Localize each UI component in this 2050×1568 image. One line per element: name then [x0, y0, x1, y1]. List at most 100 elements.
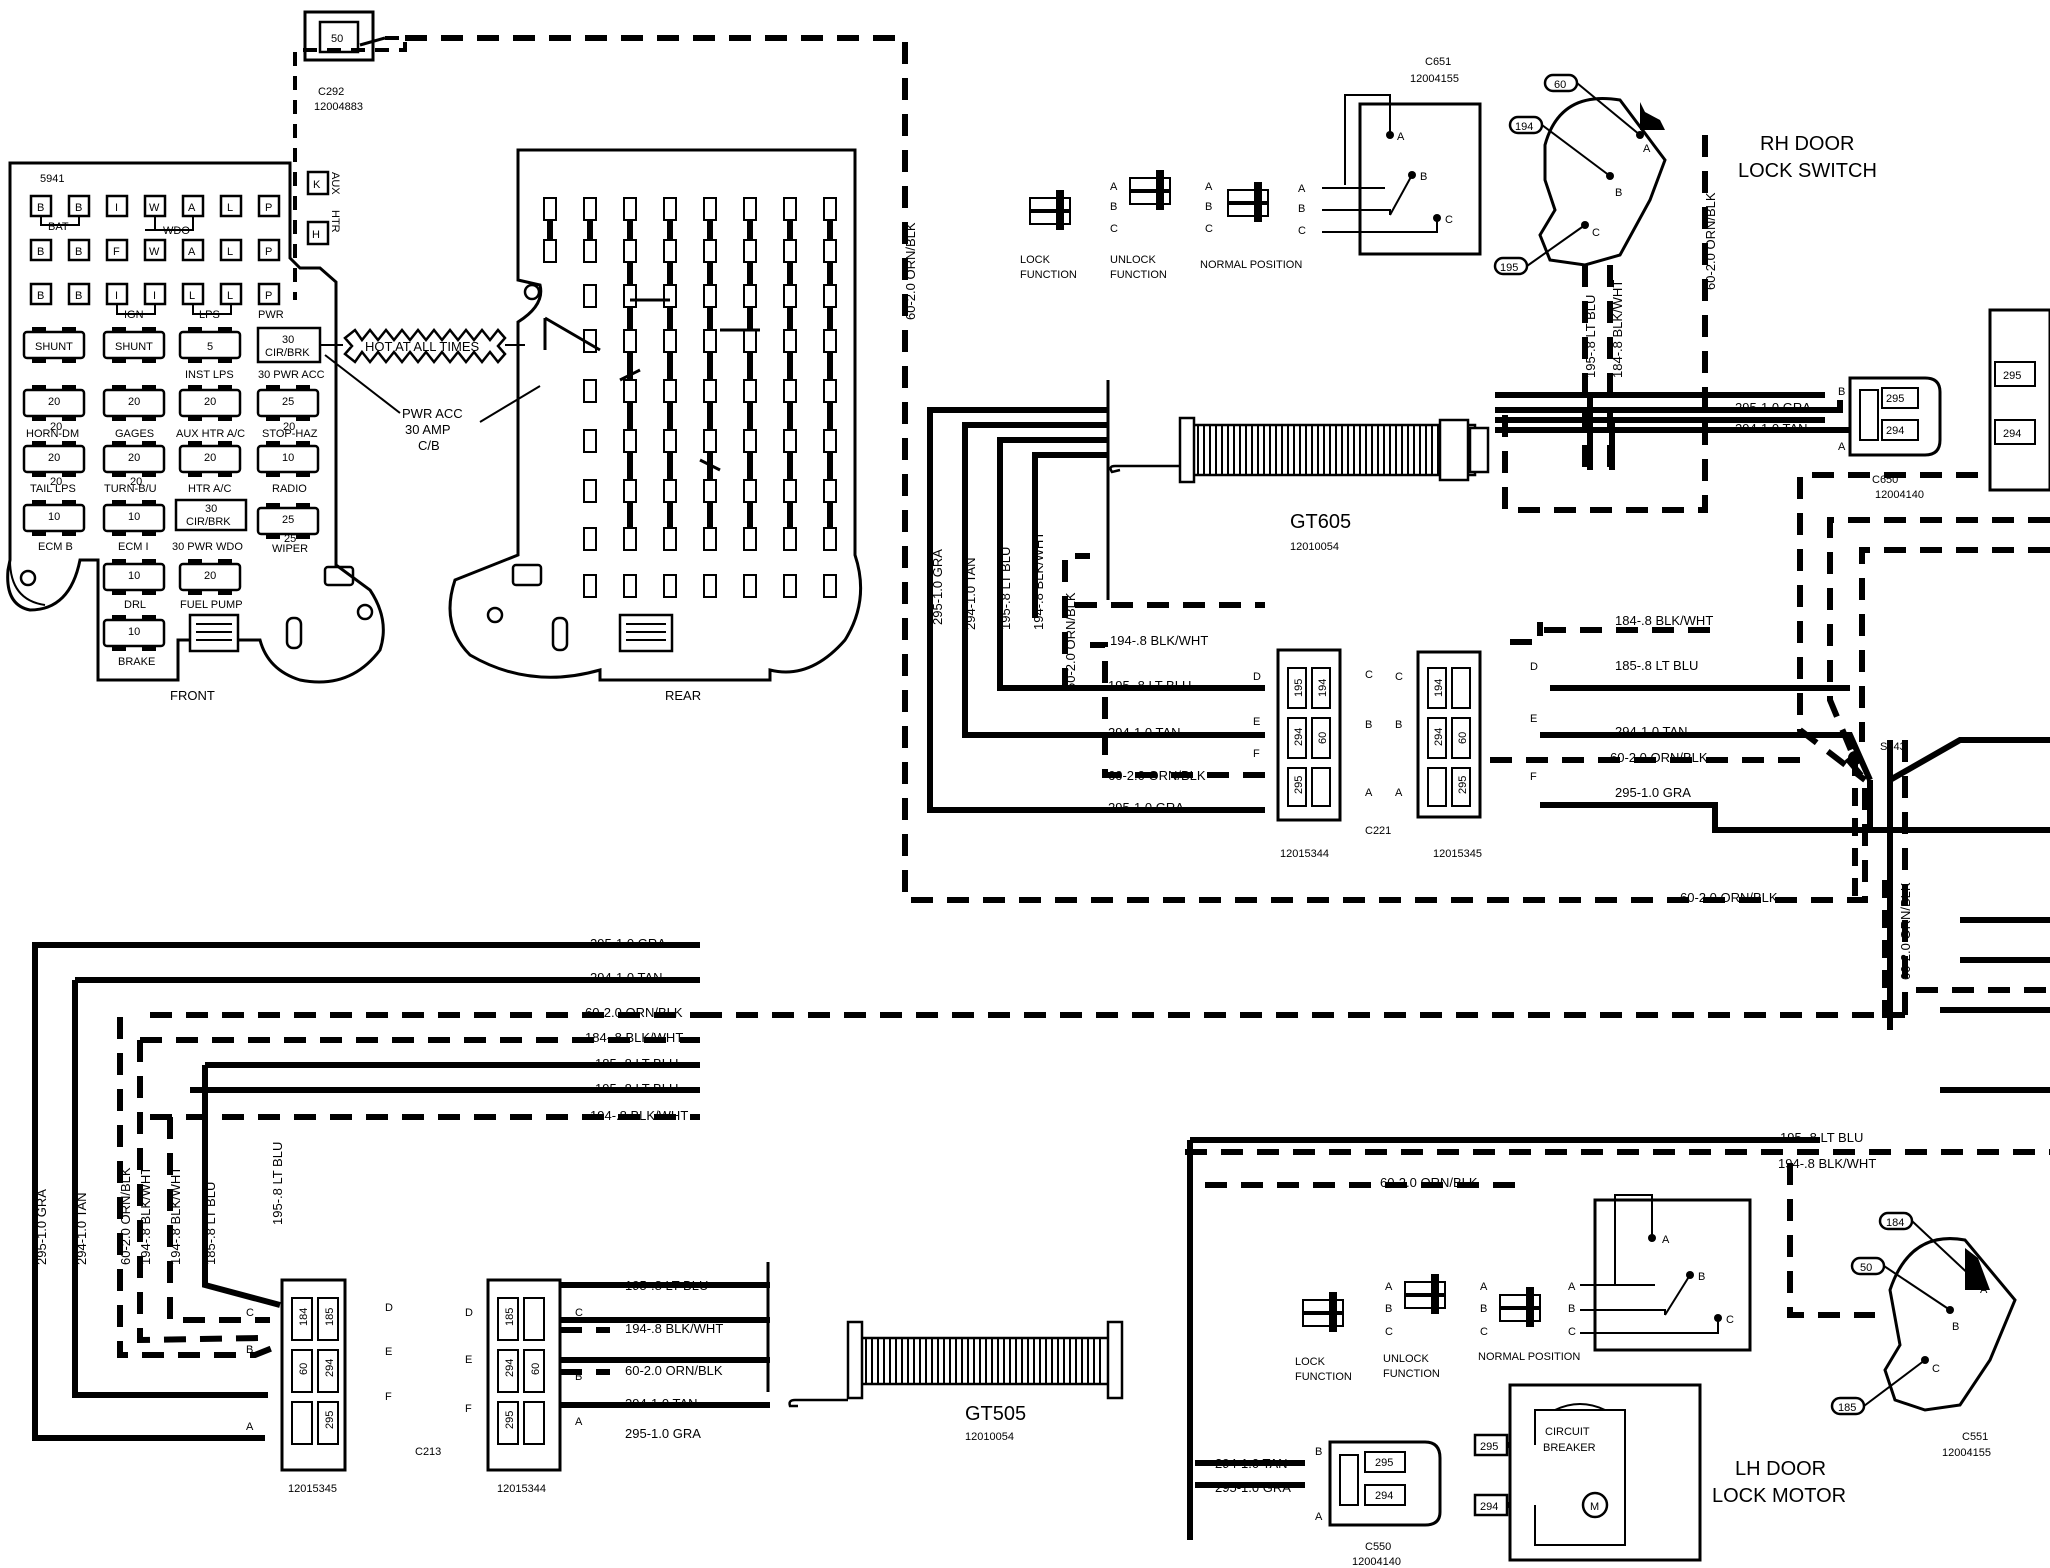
- fuse-rating: 20: [48, 452, 60, 464]
- wire-60: 60: [530, 1363, 542, 1375]
- pin-c: C: [1365, 669, 1373, 681]
- normal-position: NORMAL POSITION: [1200, 259, 1302, 271]
- fuse-rating: 25: [284, 533, 296, 545]
- pwr-acc-amp: 30 AMP: [405, 422, 451, 437]
- fuse-letter: P: [265, 246, 272, 258]
- wire-60: 60: [1554, 79, 1566, 91]
- drl-label: DRL: [124, 599, 146, 611]
- fuse-letter: L: [227, 246, 233, 258]
- radio-label: RADIO: [272, 483, 307, 495]
- pin-c: C: [1726, 1314, 1734, 1326]
- fuse-letter: W: [149, 246, 160, 258]
- lock-function-1: LOCK: [1020, 254, 1051, 266]
- rear-terminal: [663, 197, 677, 221]
- wire-label: 194-.8 BLK/WHT: [1031, 532, 1046, 630]
- wire-194: 194: [1317, 679, 1329, 697]
- rear-terminal: [783, 239, 797, 263]
- rear-terminal: [663, 329, 677, 353]
- fuse-block-rear: REAR: [448, 148, 863, 703]
- pin-a: A: [1385, 1281, 1393, 1293]
- wire-185: 185: [324, 1308, 336, 1326]
- pin-c: C: [1445, 214, 1453, 226]
- rear-terminal: [663, 284, 677, 308]
- pin-c: C: [1395, 671, 1403, 683]
- fuse-block-front: 5941 B B I W A L P BAT WDO B B F W A L P…: [6, 161, 385, 703]
- brake-label: BRAKE: [118, 656, 155, 668]
- rear-terminal: [703, 239, 717, 263]
- rear-terminal: [743, 379, 757, 403]
- pin-b: B: [1298, 203, 1305, 215]
- wire-184: 184: [1886, 1217, 1904, 1229]
- rear-terminal: [583, 527, 597, 551]
- lock-function-1: LOCK: [1295, 1356, 1326, 1368]
- rear-label: REAR: [665, 688, 701, 703]
- pin-b: B: [1615, 187, 1622, 199]
- pin-c: C: [1385, 1326, 1393, 1338]
- pin-a: A: [1480, 1281, 1488, 1293]
- rear-terminal: [583, 379, 597, 403]
- fuse-rating: 10: [282, 452, 294, 464]
- wire-label: 184-.8 BLK/WHT: [1610, 280, 1625, 378]
- pin-a: A: [1315, 1511, 1323, 1523]
- connector-c550: 295 294 B A C550 12004140: [1315, 1440, 1442, 1568]
- c221-label: C221: [1365, 825, 1391, 837]
- pin-c: C: [246, 1307, 254, 1319]
- fuse-letter: I: [153, 290, 156, 302]
- rear-terminal: [823, 429, 837, 453]
- wire-label: 60-2.0 ORN/BLK: [1063, 592, 1078, 690]
- rear-terminal: [583, 284, 597, 308]
- wire-295: 295: [1480, 1441, 1498, 1453]
- cir-brk-label: CIR/BRK: [265, 347, 310, 359]
- fuse-letter: P: [265, 202, 272, 214]
- pin-b: B: [575, 1371, 582, 1383]
- pwr-acc-cb: C/B: [418, 438, 440, 453]
- rear-terminal: [623, 239, 637, 263]
- c550-part: 12004140: [1352, 1556, 1401, 1568]
- rear-terminal: [823, 574, 837, 598]
- rear-terminal: [623, 429, 637, 453]
- wire-label: 294-1.0 TAN: [963, 557, 978, 630]
- rear-terminal: [543, 239, 557, 263]
- rear-terminal: [623, 197, 637, 221]
- hot-at-all-times-label: HOT AT ALL TIMES: [365, 339, 479, 354]
- gages-label: GAGES: [115, 428, 154, 440]
- rear-terminal: [783, 329, 797, 353]
- rear-terminal: [823, 479, 837, 503]
- wire-label: 195-.8 LT BLU: [595, 1081, 678, 1096]
- pin-d: D: [385, 1302, 393, 1314]
- unlock-function-2: FUNCTION: [1383, 1368, 1440, 1380]
- rear-terminal: [623, 379, 637, 403]
- wire-label: 194-.8 BLK/WHT: [1778, 1156, 1876, 1171]
- part-12015345: 12015345: [1433, 848, 1482, 860]
- wire-295: 295: [1886, 393, 1904, 405]
- c550-name: C550: [1365, 1541, 1391, 1553]
- fuse-letter: B: [75, 290, 82, 302]
- rh-door-subtitle: LOCK SWITCH: [1738, 160, 1877, 182]
- wire-labels-vertical: 60-2.0 ORN/BLK 295-1.0 GRA 294-1.0 TAN 1…: [34, 192, 1913, 1265]
- rear-terminal: [663, 527, 677, 551]
- part-12015344: 12015344: [497, 1483, 546, 1495]
- pin-a: A: [1110, 181, 1118, 193]
- fuse-rating: 20: [283, 421, 295, 433]
- rear-terminal: [663, 574, 677, 598]
- wire-184: 184: [298, 1308, 310, 1326]
- pin-e: E: [1530, 713, 1537, 725]
- shunt-label: SHUNT: [35, 341, 73, 353]
- wire-label: 195-.8 LT BLU: [270, 1142, 285, 1225]
- wire-label: 60-2.0 ORN/BLK: [1610, 750, 1708, 765]
- rear-terminal: [703, 329, 717, 353]
- rear-terminal: [663, 239, 677, 263]
- pin-f: F: [465, 1403, 472, 1415]
- ecm-b-label: ECM B: [38, 541, 73, 553]
- aux-label: AUX: [329, 172, 341, 195]
- pin-b: B: [1385, 1303, 1392, 1315]
- h-label: H: [312, 229, 320, 241]
- lps-label: LPS: [199, 309, 220, 321]
- part-12015344: 12015344: [1280, 848, 1329, 860]
- rear-terminal: [703, 527, 717, 551]
- fuse-letter: B: [75, 246, 82, 258]
- fuse-letter: L: [227, 290, 233, 302]
- rear-terminal: [583, 429, 597, 453]
- wire-294: 294: [1886, 425, 1904, 437]
- wire-295: 295: [1457, 776, 1469, 794]
